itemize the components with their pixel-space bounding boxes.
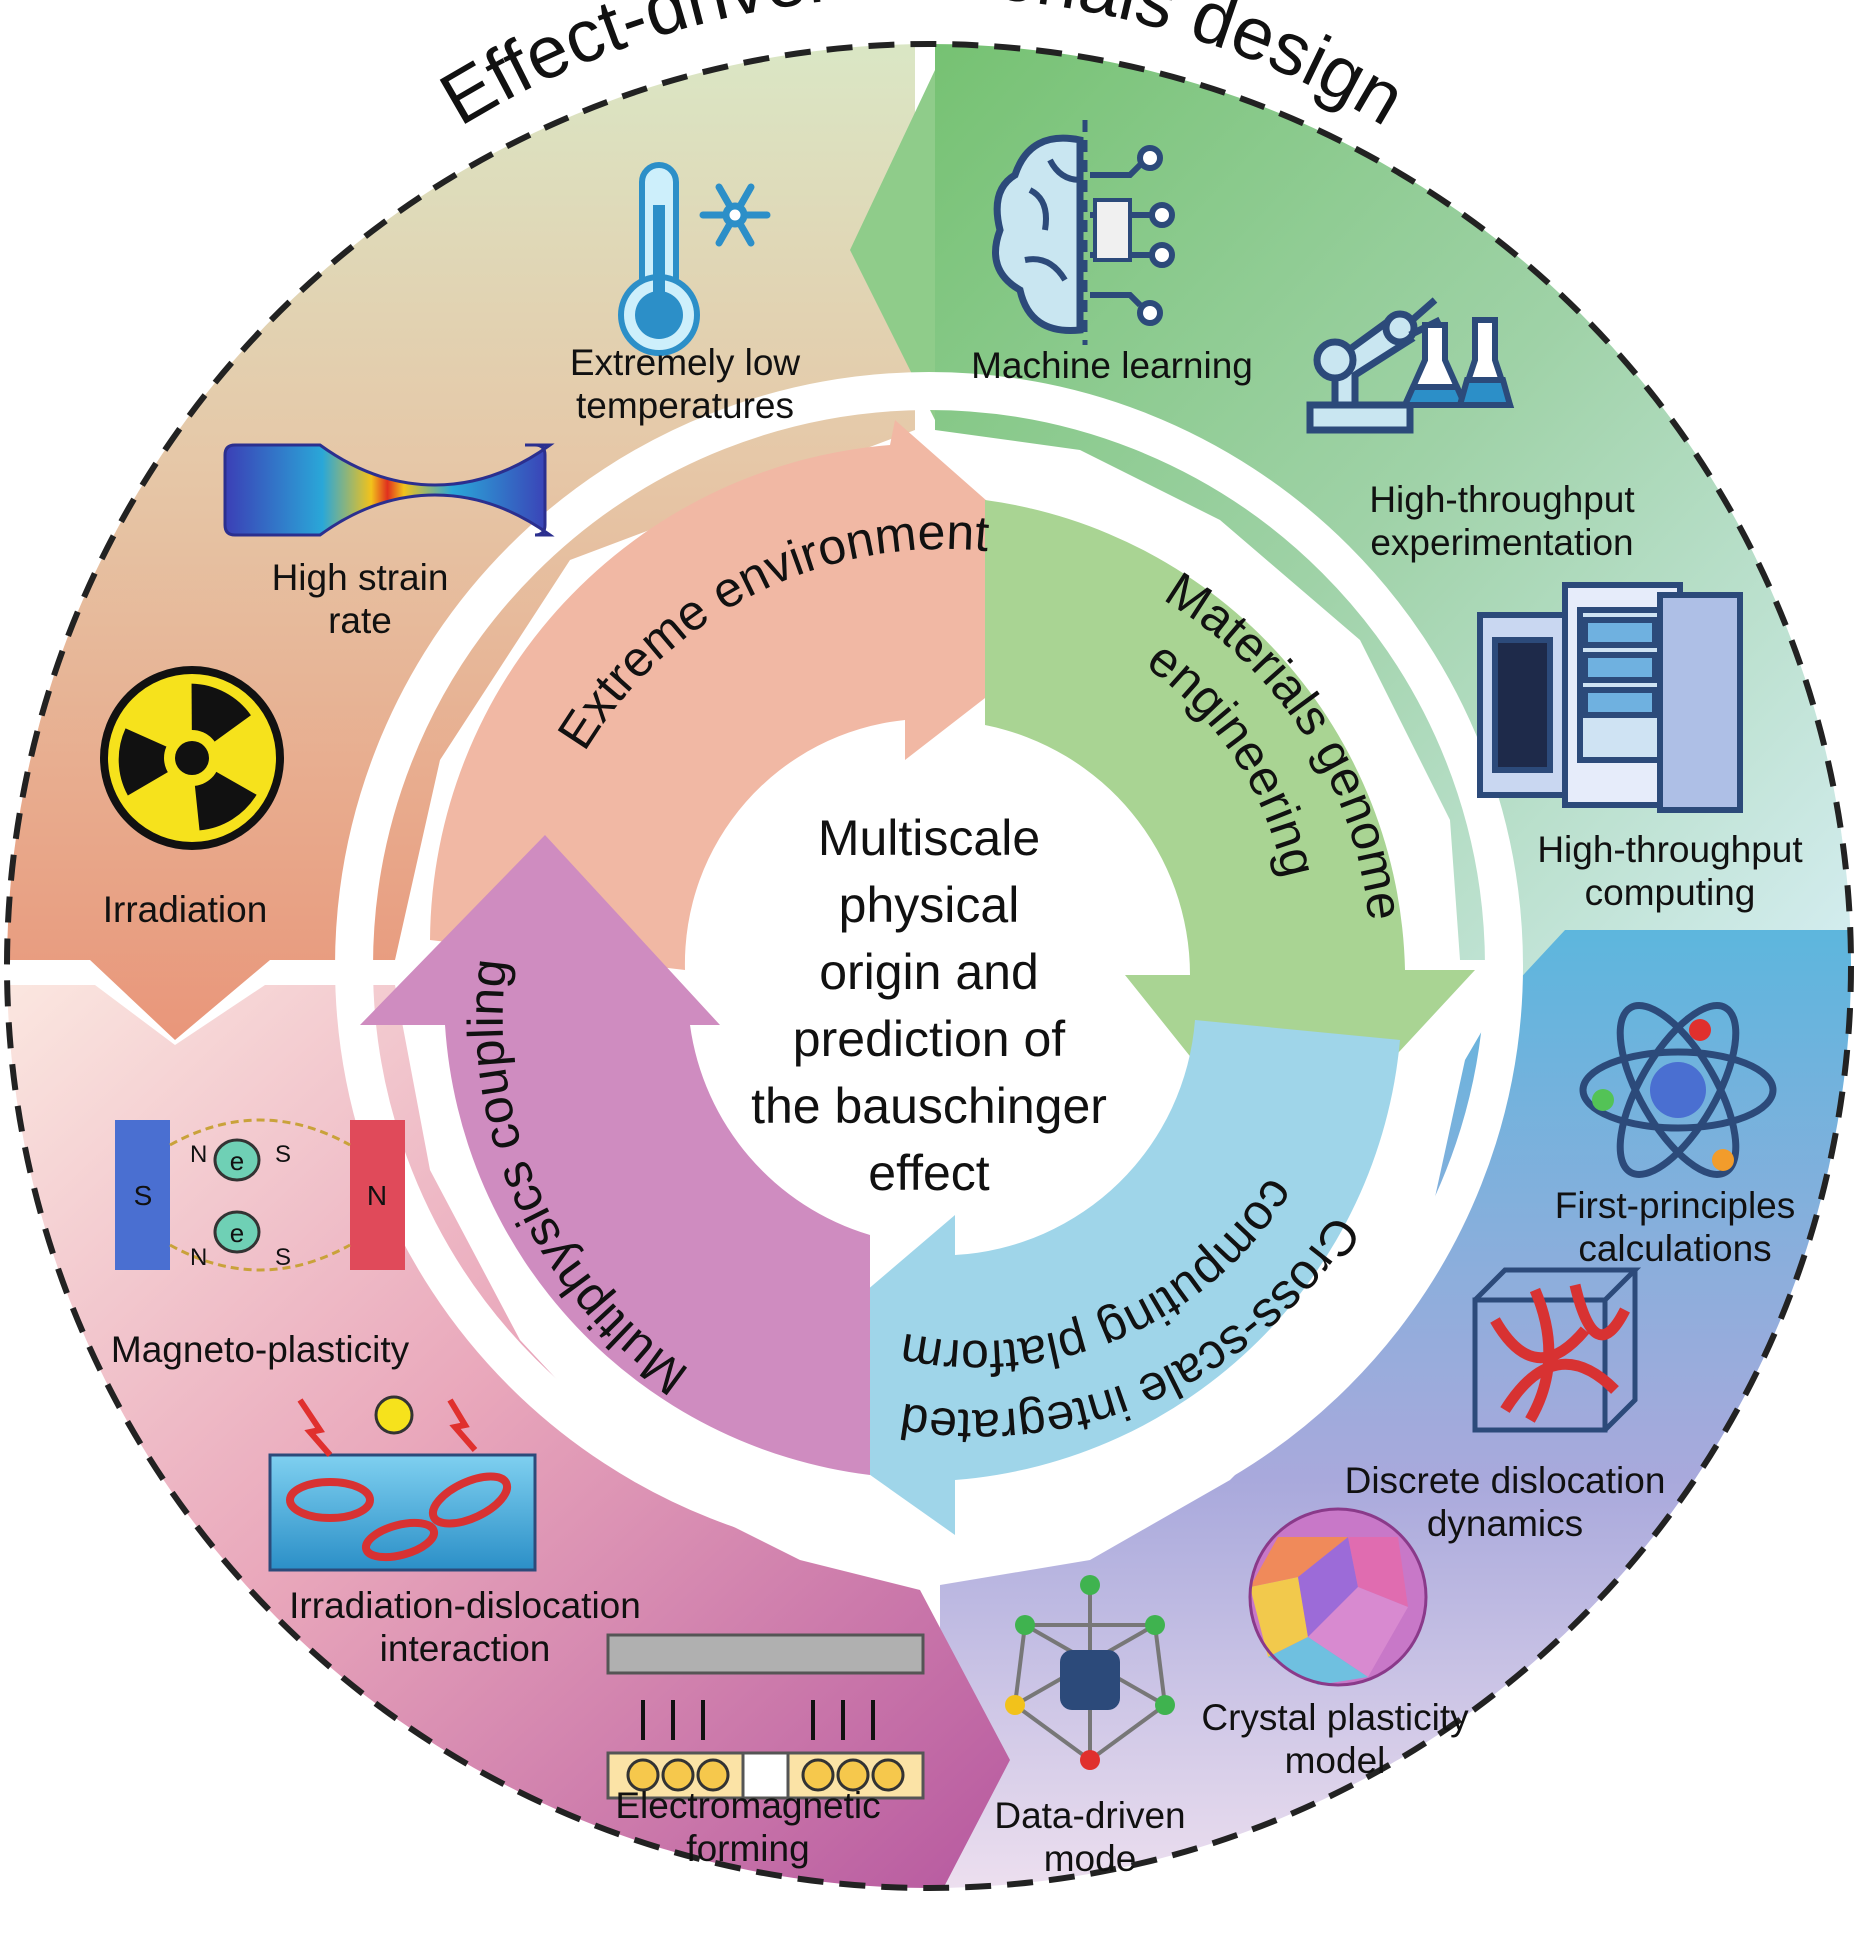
label-irradiation-dislocation-line1: Irradiation-dislocation (289, 1585, 641, 1626)
label-ht-experimentation-line1: High-throughput (1369, 479, 1635, 520)
label-magneto-plasticity: Magneto-plasticity (111, 1329, 410, 1370)
label-em-forming-line2: forming (686, 1828, 809, 1869)
dashed-border (4, 41, 1854, 1891)
label-data-driven-line2: mode (1044, 1838, 1137, 1879)
radiation-icon (100, 666, 284, 850)
thermometer-icon (618, 162, 700, 356)
label-crystal-plasticity-line2: model (1285, 1740, 1386, 1781)
center-text: Multiscale physical origin and predictio… (751, 810, 1107, 1201)
data-network-icon (1005, 1575, 1175, 1770)
electron-top: e (230, 1146, 244, 1176)
center-line-6: effect (868, 1145, 989, 1201)
irradiation-damage-icon (268, 1395, 537, 1572)
server-icon (1477, 582, 1743, 813)
center-line-5: the bauschinger (751, 1078, 1107, 1134)
center-line-1: Multiscale (818, 810, 1040, 866)
grain-structure-icon (1248, 1507, 1428, 1687)
label-em-forming-line1: Electromagnetic (615, 1785, 880, 1826)
label-ddd-line2: dynamics (1427, 1503, 1583, 1544)
label-irradiation-dislocation-line2: interaction (380, 1628, 551, 1669)
label-low-temp-line2: temperatures (576, 385, 794, 426)
flask-icon (1400, 317, 1515, 408)
label-irradiation: Irradiation (103, 889, 268, 930)
dipole-n-bottom: N (190, 1244, 207, 1271)
specimen-icon (223, 443, 555, 537)
label-data-driven-line1: Data-driven (994, 1795, 1185, 1836)
label-ht-computing-line1: High-throughput (1537, 829, 1803, 870)
electron-bottom: e (230, 1218, 244, 1248)
dipole-s-bottom: S (275, 1244, 291, 1271)
brain-circuit-icon (992, 120, 1175, 345)
magnet-n-label: N (367, 1180, 387, 1211)
em-coil-icon (606, 1633, 925, 1800)
arrow-cross-scale (750, 1020, 1400, 1535)
label-first-principles-line2: calculations (1578, 1228, 1771, 1269)
dislocation-cube-icon (1472, 1267, 1642, 1433)
dipole-s-top: S (275, 1141, 291, 1168)
label-ddd-line1: Discrete dislocation (1345, 1460, 1666, 1501)
center-line-3: origin and (819, 944, 1039, 1000)
label-ht-computing-line2: computing (1585, 872, 1756, 913)
label-strain-rate-line1: High strain (272, 557, 449, 598)
dipole-n-top: N (190, 1141, 207, 1168)
magnet-icon: S N N S N S e e (115, 1118, 405, 1272)
inner-cycle (360, 420, 1475, 1535)
snowflake-icon (699, 183, 771, 247)
arrow-extreme-environment (430, 420, 1105, 970)
arrow-materials-genome (985, 500, 1475, 1175)
center-line-4: prediction of (793, 1011, 1065, 1067)
magnet-s-label: S (134, 1180, 153, 1211)
label-machine-learning: Machine learning (971, 345, 1253, 386)
arrow-multiphysics (360, 835, 870, 1475)
atom-icon (1579, 1002, 1777, 1178)
label-first-principles-line1: First-principles (1555, 1185, 1796, 1226)
separator-ring (335, 372, 1523, 1560)
label-crystal-plasticity-line1: Crystal plasticity (1201, 1697, 1469, 1738)
label-ht-experimentation-line2: experimentation (1370, 522, 1633, 563)
center-line-2: physical (839, 877, 1020, 933)
label-low-temp-line1: Extremely low (570, 342, 801, 383)
label-strain-rate-line2: rate (328, 600, 392, 641)
band-materials-genome-notch (850, 70, 935, 420)
